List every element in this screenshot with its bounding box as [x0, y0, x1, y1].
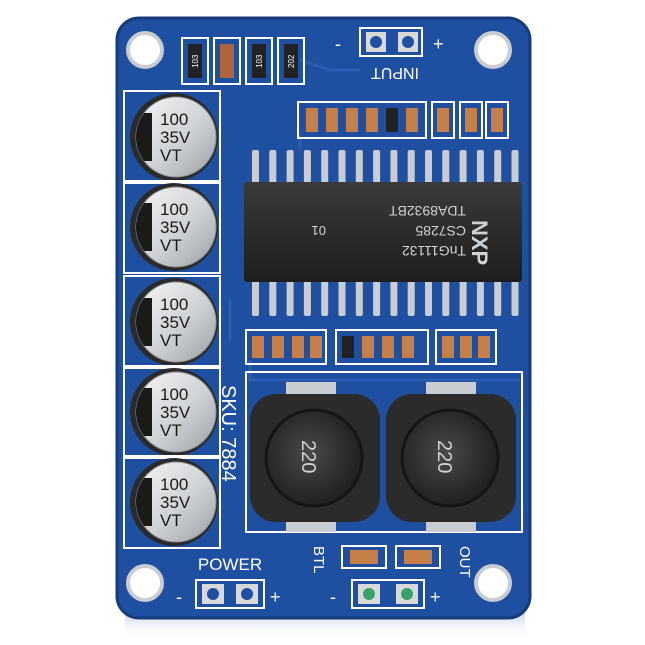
smd-row-bottom	[245, 329, 497, 365]
chip-pin	[511, 150, 519, 184]
capacitor-label: 100	[160, 110, 188, 129]
chip-pin	[373, 280, 381, 316]
input-header[interactable]	[359, 27, 423, 57]
chip-pin	[303, 150, 311, 184]
chip-pin	[321, 150, 329, 184]
capacitor-label: 35V	[160, 128, 191, 147]
chip-pin	[269, 150, 277, 184]
chip-pin	[407, 280, 415, 316]
chip-pin	[338, 280, 346, 316]
chip-pin	[407, 150, 415, 184]
chip-pin	[303, 280, 311, 316]
chip-pin	[286, 280, 294, 316]
capacitor-label: VT	[160, 421, 182, 440]
output-header[interactable]	[351, 579, 425, 609]
chip-pin	[321, 280, 329, 316]
chip-pin	[373, 150, 381, 184]
power-label: POWER	[198, 555, 262, 574]
capacitor-label: 100	[160, 295, 188, 314]
inductor-right	[386, 382, 516, 532]
input-plus-label: +	[433, 34, 444, 54]
chip-pins-top	[252, 150, 519, 184]
smd-code-1: 103	[191, 54, 200, 68]
capacitor-label: 100	[160, 475, 188, 494]
btl-label: BTL	[310, 546, 327, 574]
chip-pin	[476, 280, 484, 316]
out-label: OUT	[456, 546, 473, 578]
smd-row-top	[297, 101, 509, 139]
chip-pin	[442, 150, 450, 184]
chip-pin	[252, 150, 259, 184]
capacitor-label: 35V	[160, 313, 191, 332]
smd-code-2: 103	[255, 54, 264, 68]
chip-line-1: TnG11132	[402, 243, 466, 259]
mounting-holes	[126, 31, 512, 602]
capacitor-label: 35V	[160, 403, 191, 422]
chip-pin	[390, 280, 398, 316]
capacitor-label: 35V	[160, 493, 191, 512]
sku-label: SKU: 7884	[217, 385, 239, 482]
chip-pin	[252, 280, 259, 316]
chip-logo: NXP	[467, 220, 492, 265]
out-plus-label: +	[430, 587, 441, 607]
capacitor-label: VT	[160, 146, 182, 165]
chip-code: 01	[312, 223, 326, 238]
chip-pin	[494, 150, 502, 184]
chip-line-3: TDA8932BT	[389, 203, 466, 219]
chip-pins-bottom	[252, 280, 519, 316]
input-minus-label: -	[335, 34, 341, 54]
smd-components-top-left	[181, 37, 305, 85]
smd-bottom	[341, 545, 441, 569]
power-plus-label: +	[270, 587, 281, 607]
capacitor-label: VT	[160, 511, 182, 530]
capacitor-label: VT	[160, 236, 182, 255]
chip-pin	[286, 150, 294, 184]
power-minus-label: -	[176, 587, 182, 607]
chip-pin	[390, 150, 398, 184]
chip-pin	[511, 280, 519, 316]
capacitor-label: 100	[160, 385, 188, 404]
capacitor-label: 100	[160, 200, 188, 219]
chip-pin	[425, 280, 432, 316]
capacitor-label: 35V	[160, 218, 191, 237]
chip-pin	[425, 150, 432, 184]
smd-code-3: 202	[287, 54, 296, 68]
inductor-left	[250, 382, 380, 532]
chip-pin	[494, 280, 502, 316]
chip-pin	[459, 150, 467, 184]
chip-pin	[338, 150, 346, 184]
pcb-traces	[228, 58, 520, 382]
chip-pin	[269, 280, 277, 316]
inductor-left-value: 220	[297, 440, 319, 473]
input-label: INPUT	[371, 64, 419, 81]
inductor-outline	[245, 371, 523, 533]
capacitor-label: VT	[160, 331, 182, 350]
chip-pin	[476, 150, 484, 184]
chip-pin	[442, 280, 450, 316]
chip-pin	[459, 280, 467, 316]
inductor-right-value: 220	[433, 440, 455, 473]
chip-pin	[355, 280, 363, 316]
chip-markings: TnG11132 CS7285 TDA8932BT 01 NXP	[312, 203, 492, 265]
amplifier-chip	[244, 182, 522, 282]
power-header[interactable]	[195, 579, 265, 609]
out-minus-label: -	[330, 587, 336, 607]
chip-pin	[355, 150, 363, 184]
chip-line-2: CS7285	[415, 223, 466, 239]
